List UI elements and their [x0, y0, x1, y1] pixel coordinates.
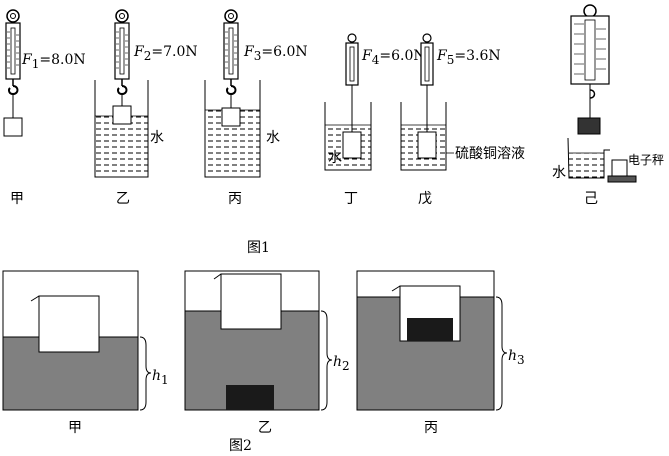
fig2-panel-bing: h3 丙 [356, 270, 525, 436]
height-brace [320, 310, 333, 411]
block [112, 105, 132, 125]
fig1-panel-ji: 水 电子秤 己 [552, 4, 664, 207]
dark-block [226, 385, 274, 410]
force-label-f5: F5=3.6N [436, 48, 501, 67]
force-label-f3: F3=6.0N [243, 44, 308, 63]
panel-label: 丁 [344, 191, 358, 207]
panel-label: 甲 [10, 191, 24, 207]
block [221, 107, 241, 127]
block [417, 131, 437, 159]
spring-scale-icon [114, 9, 130, 95]
beaker [94, 80, 149, 178]
fig1-panel-ding: F4=6.0N 水 丁 [324, 33, 426, 207]
force-label-f2: F2=7.0N [133, 44, 198, 63]
fig1-panel-jia: F1=8.0N 甲 [3, 9, 86, 207]
block [342, 131, 362, 159]
panel-label: 乙 [116, 191, 130, 207]
liquid-label: 水 [150, 130, 164, 146]
dark-block [407, 318, 453, 341]
water [95, 116, 148, 177]
panel-label: 丙 [228, 191, 242, 207]
force-label-f1: F1=8.0N [21, 52, 86, 71]
height-label-h1: h1 [152, 368, 169, 387]
liquid-label: 水 [328, 150, 342, 166]
spring-scale-icon [223, 9, 239, 95]
spring-scale-icon [570, 15, 610, 85]
fig1-panel-wu: F5=3.6N 硫酸铜溶液 戊 [400, 33, 525, 207]
panel-label: 戊 [418, 191, 432, 207]
spring-scale-icon [5, 9, 21, 95]
spring-scale-icon [345, 33, 359, 86]
instrument-label: 电子秤 [628, 153, 664, 167]
liquid-label: 水 [266, 130, 280, 146]
fig2-panel-jia: h1 甲 [2, 270, 169, 436]
panel-label: 乙 [258, 420, 272, 436]
fig2-panel-yi: h2 乙 [184, 270, 350, 436]
figure2-caption: 图2 [229, 438, 252, 454]
container [220, 273, 282, 330]
metal-block [577, 117, 601, 135]
fig1-panel-yi: F2=7.0N 水 乙 [94, 9, 198, 207]
panel-label: 丙 [424, 420, 438, 436]
beaker [204, 80, 261, 178]
spring-scale-icon [420, 33, 434, 86]
height-brace [495, 296, 508, 411]
fig1-panel-bing: F3=6.0N 水 丙 [204, 9, 308, 207]
tank [2, 270, 139, 411]
container [38, 295, 100, 353]
liquid-label: 硫酸铜溶液 [455, 146, 525, 162]
small-cup [611, 159, 628, 177]
panel-label: 甲 [68, 420, 82, 436]
liquid-label: 水 [552, 165, 566, 181]
beaker [324, 102, 372, 171]
height-label-h2: h2 [333, 354, 350, 373]
overflow-beaker [567, 137, 610, 179]
tank [356, 270, 495, 411]
electronic-scale [607, 175, 637, 183]
water [569, 153, 604, 178]
height-label-h3: h3 [508, 348, 525, 367]
block [3, 117, 23, 137]
panel-label: 己 [584, 191, 598, 207]
force-label-f4: F4=6.0N [361, 48, 426, 67]
height-brace [139, 336, 152, 411]
figure1-caption: 图1 [247, 240, 270, 256]
beaker [400, 102, 447, 171]
